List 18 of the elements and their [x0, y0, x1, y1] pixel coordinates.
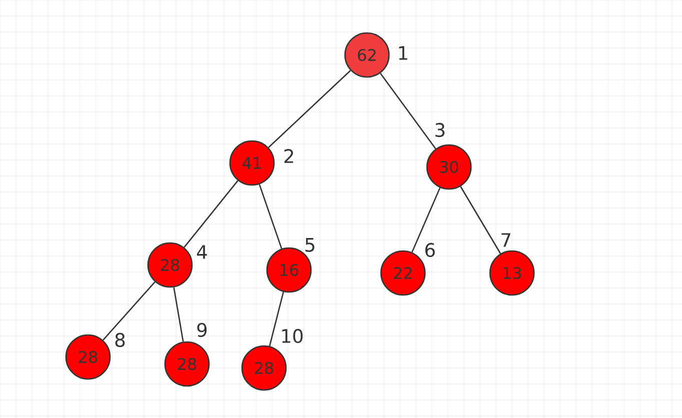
- tree-edge: [258, 184, 282, 249]
- index-label: 3: [436, 122, 444, 138]
- tree-edge: [380, 72, 436, 150]
- index-label: 10: [282, 328, 303, 344]
- index-label: 7: [502, 233, 510, 247]
- tree-edge: [268, 70, 351, 148]
- index-label: 4: [196, 245, 207, 259]
- index-label: 9: [197, 322, 207, 338]
- tree-edge: [411, 188, 441, 252]
- tree-edge: [184, 180, 238, 248]
- index-label: 2: [284, 149, 294, 163]
- tree-edge: [102, 281, 156, 341]
- tree-edge: [173, 287, 184, 342]
- index-label: 1: [399, 46, 408, 60]
- index-label: 6: [425, 242, 435, 258]
- index-label: 8: [115, 332, 125, 348]
- tree-edge: [460, 186, 501, 254]
- tree-edge: [268, 292, 284, 346]
